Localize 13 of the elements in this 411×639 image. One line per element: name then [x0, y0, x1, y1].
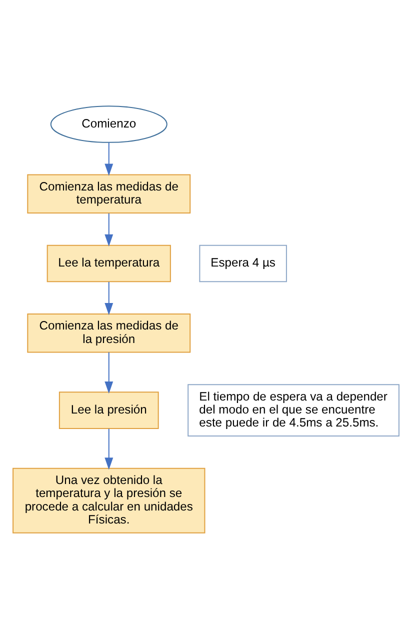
arrow [104, 282, 113, 316]
arrow [104, 352, 113, 394]
node-box: Lee la temperatura [46, 244, 170, 282]
node-box: Espera 4 µs [198, 244, 286, 282]
node-box: Lee la presión [58, 392, 158, 429]
node-ellipse: Comienzo [50, 106, 167, 143]
node-box: Una vez obtenido la temperatura y la presión se procede a calcular en unidades Físicas. [12, 468, 205, 534]
arrow [104, 213, 113, 246]
node-box: El tiempo de espera va a depender del modo en el que se encuentre este puede ir de 4.5ms a 25.5ms. [187, 384, 399, 437]
arrow [104, 428, 113, 470]
arrow [104, 142, 113, 176]
node-box: Comienza las medidas de la presión [26, 313, 190, 353]
node-box: Comienza las medidas de temperatura [26, 174, 190, 214]
